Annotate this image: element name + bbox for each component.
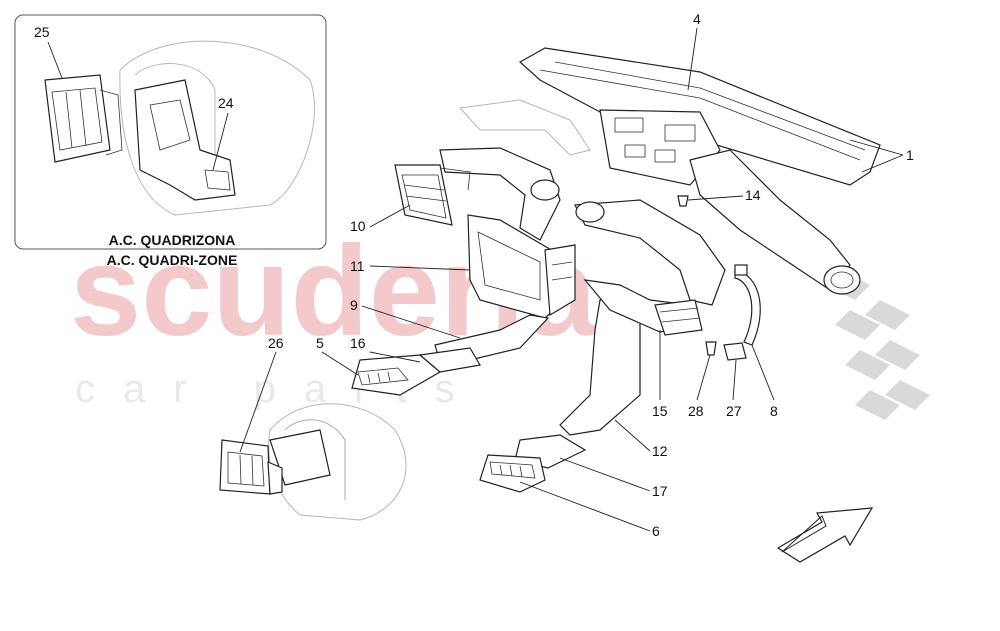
upper-left-ducts [439,99,726,306]
callout-28: 28 [688,403,704,419]
checkered-flag-icon [825,270,930,420]
rear-console [219,403,407,521]
lower-center-duct [479,294,641,493]
callout-8: 8 [770,403,778,419]
center-vent-bezel [467,214,576,319]
callout-6: 6 [652,523,660,539]
callout-27: 27 [726,403,742,419]
callouts: 1 4 14 10 11 9 5 16 26 15 28 27 8 12 17 … [239,11,914,539]
arrow-icon [776,507,874,563]
callout-17: 17 [652,483,668,499]
callout-25: 25 [34,24,50,40]
side-vent [394,164,471,226]
callout-24: 24 [218,95,234,111]
inset-title-en: A.C. QUADRI-ZONE [107,252,238,268]
callout-9: 9 [350,297,358,313]
inset-panel: 25 24 A.C. QUADRIZONA A.C. QUADRI-ZONE [14,14,327,268]
dashboard-duct [518,47,881,295]
callout-1: 1 [906,147,914,163]
right-center-vent [583,279,703,336]
callout-5: 5 [316,335,324,351]
callout-11: 11 [350,258,365,274]
callout-15: 15 [652,403,668,419]
callout-26: 26 [268,335,284,351]
hose-and-clips [677,195,761,361]
lower-left-duct [351,314,550,396]
callout-4: 4 [693,11,701,27]
callout-16: 16 [350,335,366,351]
callout-10: 10 [350,218,366,234]
callout-12: 12 [652,443,668,459]
callout-14: 14 [745,187,761,203]
inset-title-it: A.C. QUADRIZONA [109,232,236,248]
